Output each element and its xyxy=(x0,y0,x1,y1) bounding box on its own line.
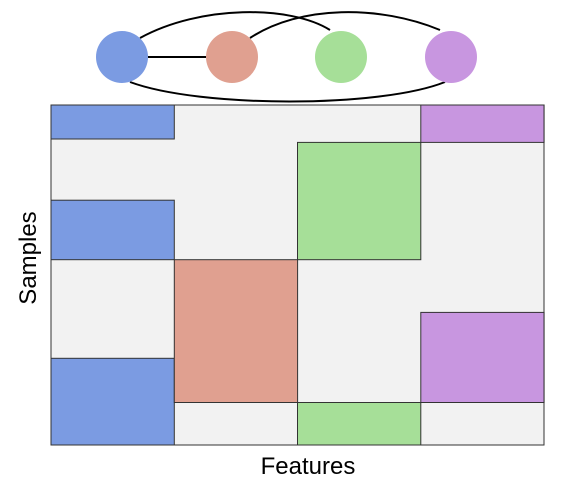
group-1-block xyxy=(50,357,175,446)
group-2-block xyxy=(173,259,299,404)
group-1-block xyxy=(50,199,175,261)
y-axis-label: Samples xyxy=(15,211,42,304)
group-4-node xyxy=(425,31,477,83)
edge-group1-group3 xyxy=(139,11,331,39)
group-3-block xyxy=(297,141,422,261)
group-3-node xyxy=(315,31,367,83)
group-2-node xyxy=(206,31,258,83)
matrix-border xyxy=(50,104,545,446)
group-4-block xyxy=(420,104,545,143)
graph-nodes xyxy=(96,31,477,83)
edge-group1-group4 xyxy=(129,81,446,103)
x-axis-label: Features xyxy=(261,453,356,480)
group-4-block xyxy=(420,311,545,403)
group-3-block xyxy=(297,402,422,446)
graph-edges xyxy=(129,11,446,103)
matrix-blocks xyxy=(50,104,545,446)
group-1-block xyxy=(50,104,175,140)
group-1-node xyxy=(96,31,148,83)
edge-group2-group4 xyxy=(249,11,441,39)
